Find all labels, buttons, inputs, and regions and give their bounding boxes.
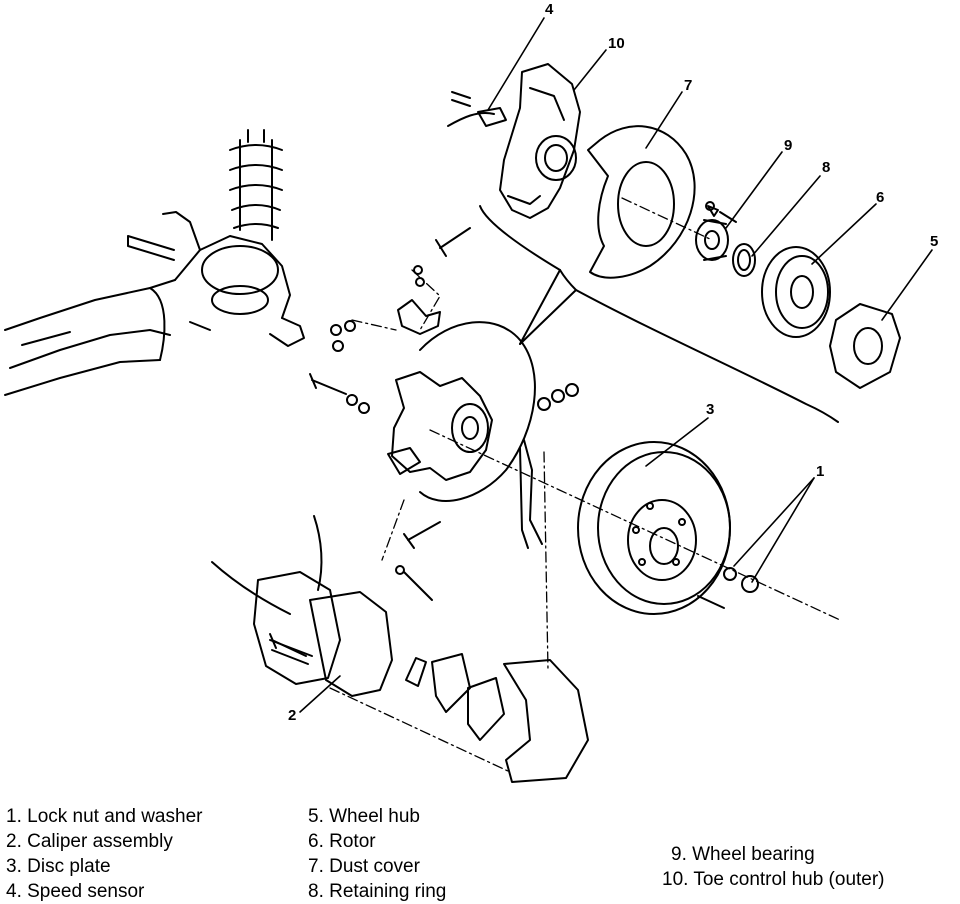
callout-1: 1	[816, 463, 824, 480]
fasteners-drawing	[269, 201, 759, 657]
legend-item-2: 2. Caliper assembly	[6, 831, 173, 852]
detail-bracket-drawing	[479, 205, 839, 423]
legend-item-10: 10. Toe control hub (outer)	[662, 869, 885, 890]
wheel-bearing-drawing	[695, 205, 729, 261]
exploded-brake-assembly-diagram: 4 10 7 9 8 6 5 3 1 2	[4, 1, 938, 783]
caliper-assembly-drawing	[211, 515, 589, 783]
callout-4: 4	[545, 1, 554, 18]
legend-item-3: 3. Disc plate	[6, 856, 111, 877]
legend-column-3: 9. Wheel bearing 10. Toe control hub (ou…	[662, 842, 885, 892]
legend-item-1: 1. Lock nut and washer	[6, 806, 203, 827]
callout-7: 7	[684, 77, 692, 94]
callout-5: 5	[930, 233, 938, 250]
legend-item-6: 6. Rotor	[308, 831, 376, 852]
legend-item-7: 7. Dust cover	[308, 856, 420, 877]
sensor-bracket-drawing	[519, 439, 543, 549]
disc-plate-knuckle-drawing	[387, 299, 536, 502]
callout-6: 6	[876, 189, 884, 206]
dust-cover-drawing	[587, 125, 696, 279]
toe-control-hub-drawing	[499, 63, 581, 219]
legend-item-9: 9. Wheel bearing	[671, 844, 815, 865]
legend-item-8: 8. Retaining ring	[308, 881, 447, 902]
legend-item-5: 5. Wheel hub	[308, 806, 420, 827]
legend-column-1: 1. Lock nut and washer 2. Caliper assemb…	[6, 804, 202, 904]
wheel-hub-drawing	[829, 303, 901, 389]
brake-disc-drawing	[577, 441, 731, 615]
suspension-arm-drawing	[4, 129, 305, 396]
legend-column-2: 5. Wheel hub 6. Rotor 7. Dust cover 8. R…	[308, 804, 446, 904]
legend-item-4: 4. Speed sensor	[6, 881, 145, 902]
speed-sensor-drawing	[447, 91, 507, 127]
callout-10: 10	[608, 35, 625, 52]
callout-2: 2	[288, 707, 296, 724]
retaining-ring-drawing	[732, 243, 756, 277]
assembly-lines	[329, 197, 841, 773]
callout-3: 3	[706, 401, 714, 418]
callout-leaders	[299, 17, 933, 713]
rotor-drawing	[761, 246, 831, 338]
callout-8: 8	[822, 159, 830, 176]
callout-9: 9	[784, 137, 792, 154]
